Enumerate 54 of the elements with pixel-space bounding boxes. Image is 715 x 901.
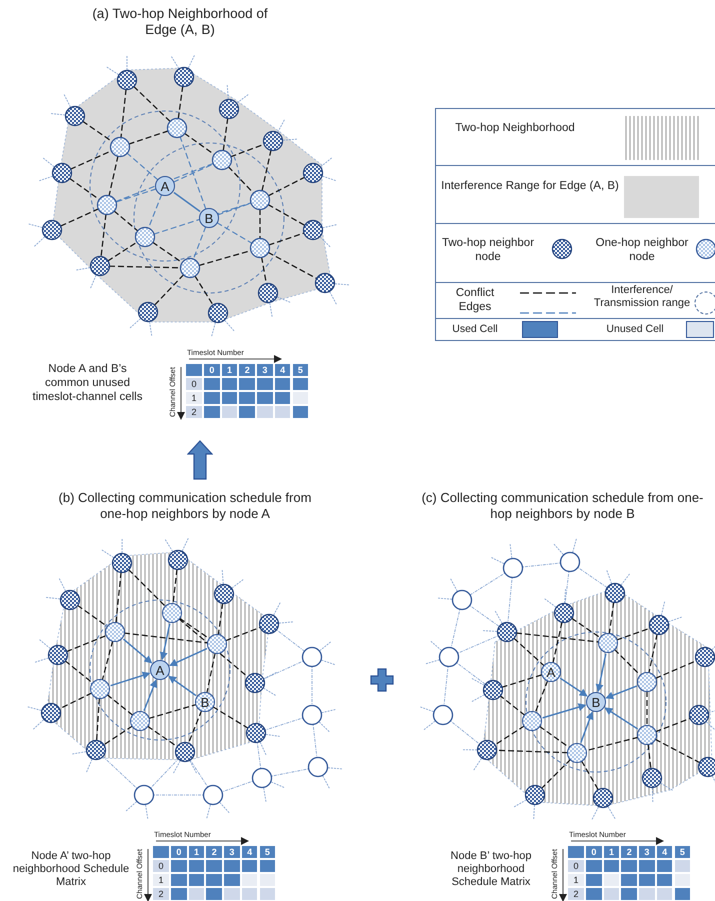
arrow	[596, 654, 607, 692]
legend-label: Used Cell	[451, 323, 499, 336]
column-header: 0	[203, 363, 221, 377]
row-header: 1	[185, 391, 203, 405]
column-header: 3	[223, 845, 241, 859]
panel-title: (c) Collecting communication schedule from one-hop neighbors by node B	[420, 490, 704, 522]
column-header: 1	[220, 363, 238, 377]
legend-label: Interference Range for Edge (A, B)	[440, 180, 620, 194]
column-header: 1	[602, 845, 620, 859]
column-header: 3	[256, 363, 274, 377]
legend-label: Unused Cell	[605, 323, 665, 336]
legend-label: Conflict Edges	[454, 287, 496, 315]
arrow	[160, 624, 170, 660]
row-header: 0	[185, 377, 203, 391]
row-header: 2	[185, 405, 203, 419]
column-header: 5	[258, 845, 276, 859]
row-header: 2	[152, 887, 170, 901]
arrow	[143, 679, 158, 712]
column-header: 3	[638, 845, 656, 859]
column-header: 2	[238, 363, 256, 377]
caption-text: Node B’ two-hop neighborhood Schedule Matrix	[450, 850, 532, 890]
caption-text: Node A’ two-hop neighborhood Schedule Matrix	[12, 850, 130, 890]
legend-label: Two-hop Neighborhood	[455, 122, 575, 136]
arrow	[169, 648, 208, 666]
column-header: 0	[170, 845, 188, 859]
row-header: 1	[567, 873, 585, 887]
arrow	[604, 707, 638, 730]
arrow	[168, 676, 196, 696]
column-header: 1	[188, 845, 206, 859]
legend-label: Two-hop neighbor node	[440, 237, 536, 265]
arrow	[542, 703, 586, 719]
row-header: 0	[567, 859, 585, 873]
column-header: 4	[240, 845, 258, 859]
legend-label: One-hop neighbor node	[594, 237, 690, 265]
column-header: 5	[292, 363, 310, 377]
column-header: 4	[274, 363, 292, 377]
column-header: 5	[674, 845, 692, 859]
column-header: 2	[205, 845, 224, 859]
row-header: 1	[152, 873, 170, 887]
column-header: 2	[620, 845, 638, 859]
panel-title: (a) Two-hop Neighborhood of Edge (A, B)	[91, 6, 269, 38]
arrow	[605, 685, 638, 700]
legend-label: Interference/ Transmission range	[592, 284, 692, 310]
link-line	[173, 192, 201, 212]
arrow	[560, 677, 588, 697]
row-header: 0	[152, 859, 170, 873]
arrow	[580, 711, 594, 743]
column-header: 0	[585, 845, 603, 859]
panel-title: (b) Collecting communication schedule from one-hop neighbors by node A	[58, 490, 312, 522]
arrow	[122, 638, 152, 664]
column-header: 4	[656, 845, 674, 859]
row-header: 2	[567, 887, 585, 901]
caption-text: Node A and B’s common unused timeslot-channel cells	[32, 363, 144, 404]
arrow	[110, 672, 150, 686]
